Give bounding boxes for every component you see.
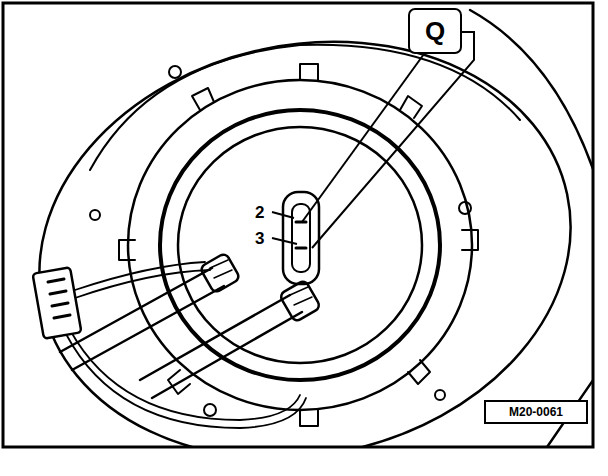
fuel-line bbox=[60, 253, 240, 370]
slot-contact bbox=[296, 222, 306, 248]
bolt-hole bbox=[90, 66, 471, 416]
callout-number: 2 bbox=[254, 204, 265, 221]
wiring-harness bbox=[66, 262, 306, 428]
flange-outer bbox=[4, 4, 592, 446]
callout-number: 3 bbox=[254, 230, 265, 247]
figure-number-box: M20-0061 bbox=[484, 400, 588, 424]
tank-outline bbox=[470, 10, 592, 190]
callout-letter: Q bbox=[425, 16, 445, 47]
flange-rim bbox=[90, 45, 520, 170]
electrical-connector bbox=[33, 267, 82, 339]
leader-line bbox=[272, 32, 474, 248]
frame bbox=[3, 3, 593, 447]
callout-box: Q bbox=[408, 8, 462, 54]
return-line bbox=[140, 280, 321, 398]
locking-ring bbox=[128, 80, 472, 410]
figure-number: M20-0061 bbox=[509, 405, 563, 419]
flange-ring bbox=[160, 110, 440, 380]
